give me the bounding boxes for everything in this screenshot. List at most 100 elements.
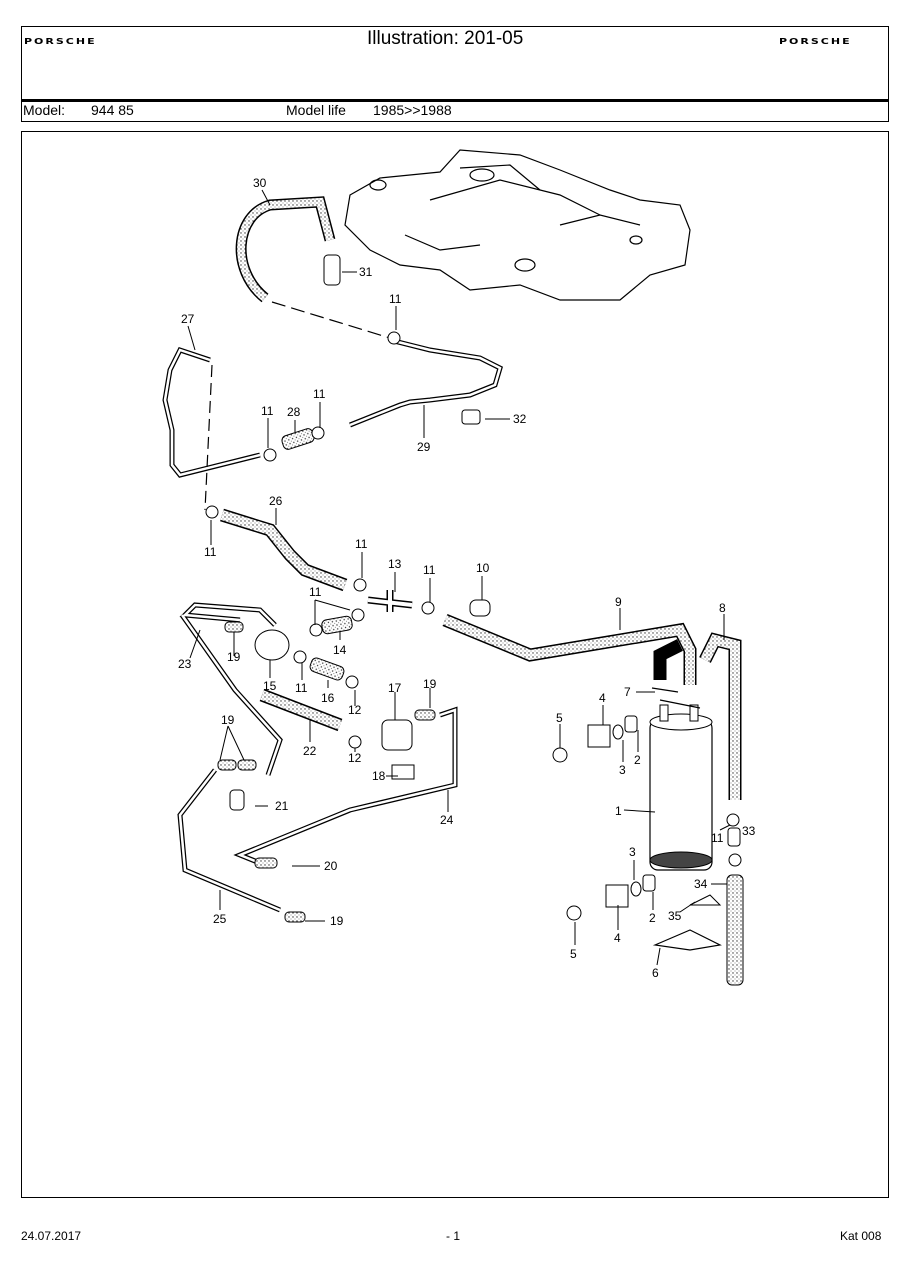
canister-1 xyxy=(649,704,713,871)
clamp-35 xyxy=(689,894,722,906)
valve-15 xyxy=(254,629,290,661)
hose-19-e xyxy=(224,621,244,633)
hose-19-d xyxy=(414,709,436,721)
callout-label: 6 xyxy=(652,966,659,980)
washer-3-a xyxy=(612,724,624,740)
model-life-value: 1985>>1988 xyxy=(373,102,452,118)
callout-label: 25 xyxy=(213,912,227,926)
hose-34 xyxy=(726,874,744,986)
hose-9 xyxy=(443,615,695,685)
callout-label: 11 xyxy=(309,585,322,599)
pipe-25 xyxy=(178,769,281,912)
callout-label: 9 xyxy=(615,595,622,609)
callout-label: 35 xyxy=(668,909,682,923)
footer-date: 24.07.2017 xyxy=(21,1229,82,1243)
illustration-frame xyxy=(21,131,889,1198)
callout-label: 12 xyxy=(348,703,362,717)
porsche-logo-left: PORSCHE xyxy=(24,37,97,47)
bushing-2-b xyxy=(642,874,656,892)
callout-label: 15 xyxy=(263,679,277,693)
callout-label: 16 xyxy=(321,691,335,705)
leader-lines xyxy=(187,189,731,966)
model-label: Model: xyxy=(23,102,66,118)
fitting-21 xyxy=(229,789,245,811)
valve-31 xyxy=(323,254,341,286)
hose-14 xyxy=(321,615,353,635)
callout-label: 34 xyxy=(694,877,708,891)
callout-label: 17 xyxy=(388,681,402,695)
hose-8 xyxy=(700,634,740,800)
callout-label: 31 xyxy=(359,265,373,279)
hose-19-a xyxy=(217,759,237,771)
clamp-11-i xyxy=(293,650,307,664)
header-divider xyxy=(21,99,889,102)
callout-label: 11 xyxy=(261,404,274,418)
clamp-11-a xyxy=(387,331,401,345)
pipe-23 xyxy=(180,603,282,776)
callout-label: 10 xyxy=(476,561,490,575)
pipe-27-outline xyxy=(162,346,261,478)
callout-label: 8 xyxy=(719,601,726,615)
footer-page-number: - 1 xyxy=(446,1229,461,1243)
callout-label: 12 xyxy=(348,751,362,765)
callout-label: 4 xyxy=(599,691,606,705)
hose-20 xyxy=(254,857,278,869)
clamp-11-b xyxy=(263,448,277,462)
page-title: Illustration: 201-05 xyxy=(367,28,524,49)
tee-13 xyxy=(367,590,413,612)
callout-label: 22 xyxy=(303,744,317,758)
clamp-12-b xyxy=(348,735,362,749)
clamp-11-k xyxy=(728,853,742,867)
bracket-18 xyxy=(391,764,415,780)
clamp-11-d xyxy=(205,505,219,519)
callout-label: 28 xyxy=(287,405,301,419)
callout-label: 3 xyxy=(629,845,636,859)
hose-28 xyxy=(281,428,315,450)
pipe-24 xyxy=(236,708,457,867)
callout-label: 1 xyxy=(615,804,622,818)
bolt-5-b xyxy=(566,905,582,921)
callout-label: 19 xyxy=(423,677,437,691)
clamp-11-j xyxy=(726,813,740,827)
callout-label: 5 xyxy=(556,711,563,725)
callout-label: 11 xyxy=(313,387,326,401)
valve-17 xyxy=(381,719,413,751)
callout-label: 11 xyxy=(711,831,724,845)
callout-label: 7 xyxy=(624,685,631,699)
pipe-27 xyxy=(163,348,261,477)
clamp-11-h xyxy=(351,608,365,622)
leader-dashed xyxy=(271,301,391,339)
callout-label: 33 xyxy=(742,824,756,838)
callout-label: 3 xyxy=(619,763,626,777)
callout-label: 11 xyxy=(204,545,217,559)
callout-label: 4 xyxy=(614,931,621,945)
band-6 xyxy=(652,929,722,951)
fitting-33 xyxy=(727,827,741,847)
callout-label: 19 xyxy=(227,650,241,664)
bracket-4-a xyxy=(587,724,611,748)
hose-16 xyxy=(309,657,345,681)
callout-label: 5 xyxy=(570,947,577,961)
callout-label: 23 xyxy=(178,657,192,671)
clamp-11-g xyxy=(309,623,323,637)
callout-label: 11 xyxy=(389,292,402,306)
fuel-tank xyxy=(344,149,691,301)
callout-label: 13 xyxy=(388,557,402,571)
hose-30 xyxy=(237,197,334,302)
callout-label: 18 xyxy=(372,769,386,783)
clamp-11-f xyxy=(421,601,435,615)
clamp-11-e xyxy=(353,578,367,592)
seal-7 xyxy=(651,687,701,709)
footer-catalog: Kat 008 xyxy=(840,1229,882,1243)
bolt-5-a xyxy=(552,747,568,763)
callout-labels: 30 31 11 27 11 28 11 29 32 26 11 11 13 1… xyxy=(178,176,756,980)
bracket-4-b xyxy=(605,884,629,908)
callout-label: 11 xyxy=(295,681,308,695)
callout-label: 26 xyxy=(269,494,283,508)
model-life-label: Model life xyxy=(286,102,346,118)
bushing-2-a xyxy=(624,715,638,733)
callout-label: 30 xyxy=(253,176,267,190)
callout-label: 21 xyxy=(275,799,289,813)
callout-label: 2 xyxy=(634,753,641,767)
